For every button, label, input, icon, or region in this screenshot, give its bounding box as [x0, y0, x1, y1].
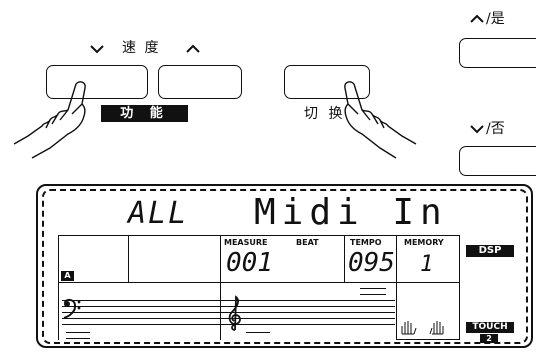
button-panel: 速 度 功 能 切 换 /是 /否 — [13, 11, 536, 176]
no-caption: /否 — [486, 121, 505, 137]
hands-icon — [401, 321, 444, 335]
beat-label: BEAT — [296, 238, 319, 247]
memory-value: 1 — [420, 252, 434, 277]
lcd-staff-area — [58, 282, 397, 340]
touch-badge: TOUCH — [466, 322, 514, 333]
measure-value: 001 — [226, 248, 273, 278]
memory-label: MEMORY — [404, 238, 444, 247]
ledger-line — [360, 288, 386, 289]
staff-divider — [220, 282, 221, 340]
chevron-up-icon — [470, 14, 484, 23]
touch-value: 2 — [480, 334, 498, 343]
yes-caption: /是 — [486, 11, 505, 27]
no-button[interactable] — [459, 146, 536, 176]
staff-line — [62, 300, 395, 301]
tempo-value: 095 — [348, 248, 395, 278]
dsp-badge: DSP — [466, 245, 514, 257]
lcd-dashed-border — [42, 189, 528, 344]
lcd-mode-text: ALL — [128, 196, 189, 231]
lcd-frame — [36, 184, 533, 348]
ledger-line — [66, 332, 90, 333]
ledger-line — [246, 332, 270, 333]
tempo-down-button[interactable] — [46, 65, 148, 99]
staff-line — [62, 306, 395, 307]
chevron-up-icon — [186, 44, 200, 53]
staff-line — [62, 324, 395, 325]
lcd-main-text: Midi In — [254, 192, 448, 233]
tempo-up-button[interactable] — [158, 65, 242, 99]
ledger-line — [66, 338, 90, 339]
section-a-badge: A — [61, 271, 74, 281]
function-label: 功 能 — [101, 105, 188, 122]
measure-label: MEASURE — [224, 238, 268, 247]
chevron-down-icon — [470, 125, 484, 134]
treble-clef-icon — [228, 295, 241, 331]
yes-button[interactable] — [459, 38, 536, 68]
switch-label: 切 换 — [304, 106, 346, 122]
bass-clef-icon — [63, 298, 81, 319]
staff-line — [62, 312, 395, 313]
pressing-hand-icon — [344, 81, 417, 159]
tempo-label: TEMPO — [350, 238, 382, 247]
staff-line — [62, 318, 395, 319]
switch-button[interactable] — [284, 65, 370, 99]
chevron-down-icon — [90, 45, 104, 54]
pressing-hand-icon — [13, 81, 86, 159]
lcd-cell-empty — [128, 235, 221, 283]
ledger-line — [360, 294, 386, 295]
lcd-hands-area — [396, 282, 460, 340]
tempo-caption: 速 度 — [122, 40, 161, 56]
